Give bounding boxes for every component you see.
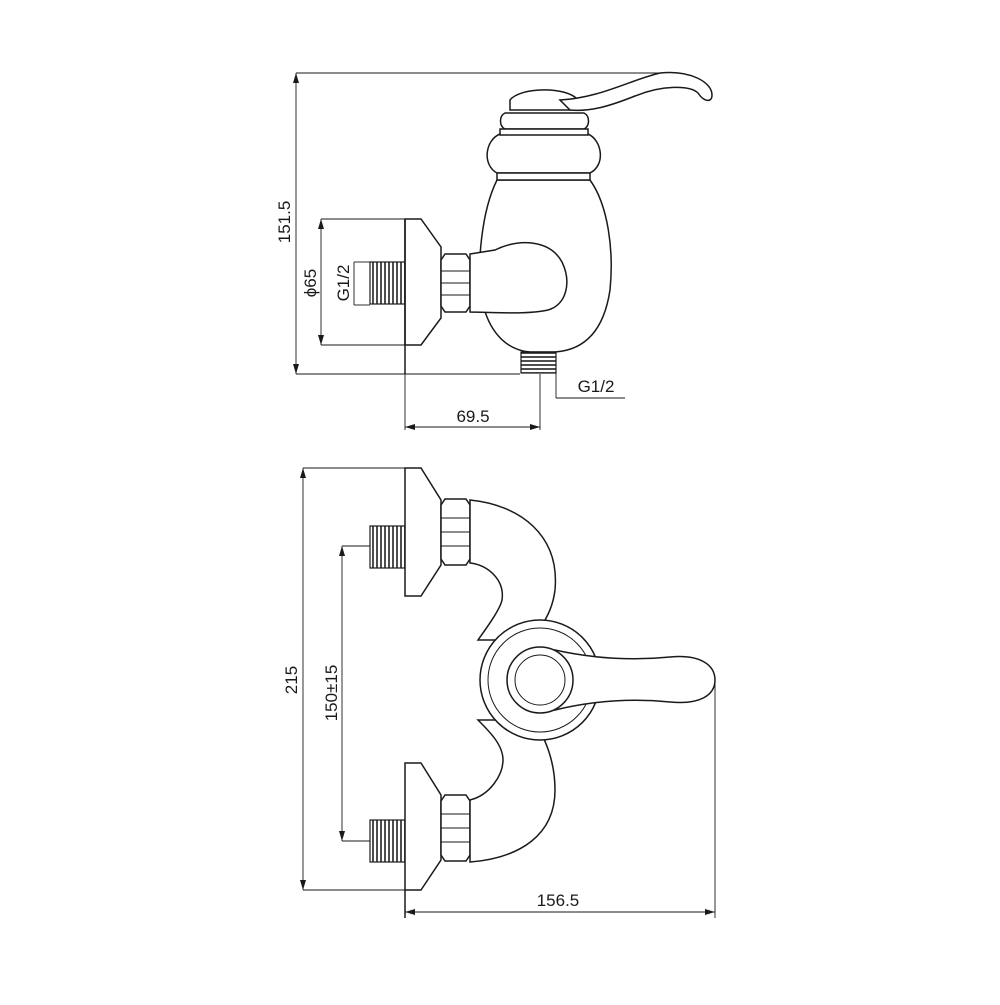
inlet-thread-label: G1/2 — [334, 265, 353, 302]
dim-front-height: 215 — [282, 467, 410, 891]
dim-inlet-thread: G1/2 — [334, 261, 370, 306]
side-view: 151.5 ϕ65 G1/2 — [275, 71, 713, 430]
dim-outlet-offset: 69.5 — [404, 374, 541, 430]
outlet-thread-label: G1/2 — [578, 377, 615, 396]
side-hex-nut — [440, 253, 471, 313]
front-view: 215 150±15 — [282, 467, 716, 918]
outlet-offset-label: 69.5 — [456, 407, 489, 426]
front-top-inlet — [369, 467, 471, 597]
front-lever-handle — [554, 649, 716, 711]
front-body — [469, 499, 557, 641]
side-wall-flange — [404, 218, 442, 346]
dim-inlet-spacing: 150±15 — [322, 545, 370, 842]
dim-outlet-thread: G1/2 — [555, 373, 625, 399]
front-height-label: 215 — [282, 666, 301, 694]
side-inlet-thread — [369, 261, 406, 305]
side-cartridge — [486, 89, 601, 181]
side-arm — [469, 241, 568, 314]
flange-diameter-label: ϕ65 — [301, 269, 320, 297]
dim-flange-diameter: ϕ65 — [301, 218, 405, 346]
dim-front-width: 156.5 — [405, 680, 716, 918]
front-bottom-inlet — [369, 762, 471, 891]
inlet-spacing-label: 150±15 — [322, 665, 341, 722]
side-outlet-thread — [520, 351, 557, 374]
side-height-label: 151.5 — [275, 201, 294, 244]
dim-side-height: 151.5 — [275, 72, 660, 375]
front-width-label: 156.5 — [537, 891, 580, 910]
side-lever-handle — [558, 71, 713, 112]
